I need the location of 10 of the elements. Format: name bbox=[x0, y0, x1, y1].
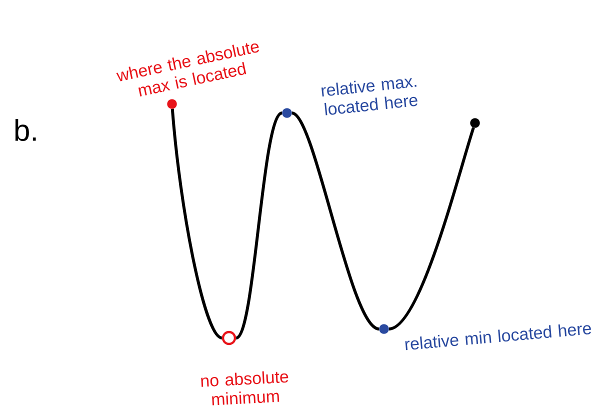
curve-segment bbox=[291, 112, 380, 330]
point-marker bbox=[470, 118, 480, 128]
curve-segment bbox=[170, 108, 223, 340]
curve-segment bbox=[388, 127, 475, 330]
part-label: b. bbox=[15, 118, 36, 142]
point-label: relative max. located here bbox=[321, 78, 418, 116]
point-label: no absolute minimum bbox=[201, 371, 288, 406]
point-label: relative min located here bbox=[405, 324, 592, 350]
point-label: where the absolute max is located bbox=[116, 43, 260, 96]
curve-segment bbox=[235, 112, 284, 340]
